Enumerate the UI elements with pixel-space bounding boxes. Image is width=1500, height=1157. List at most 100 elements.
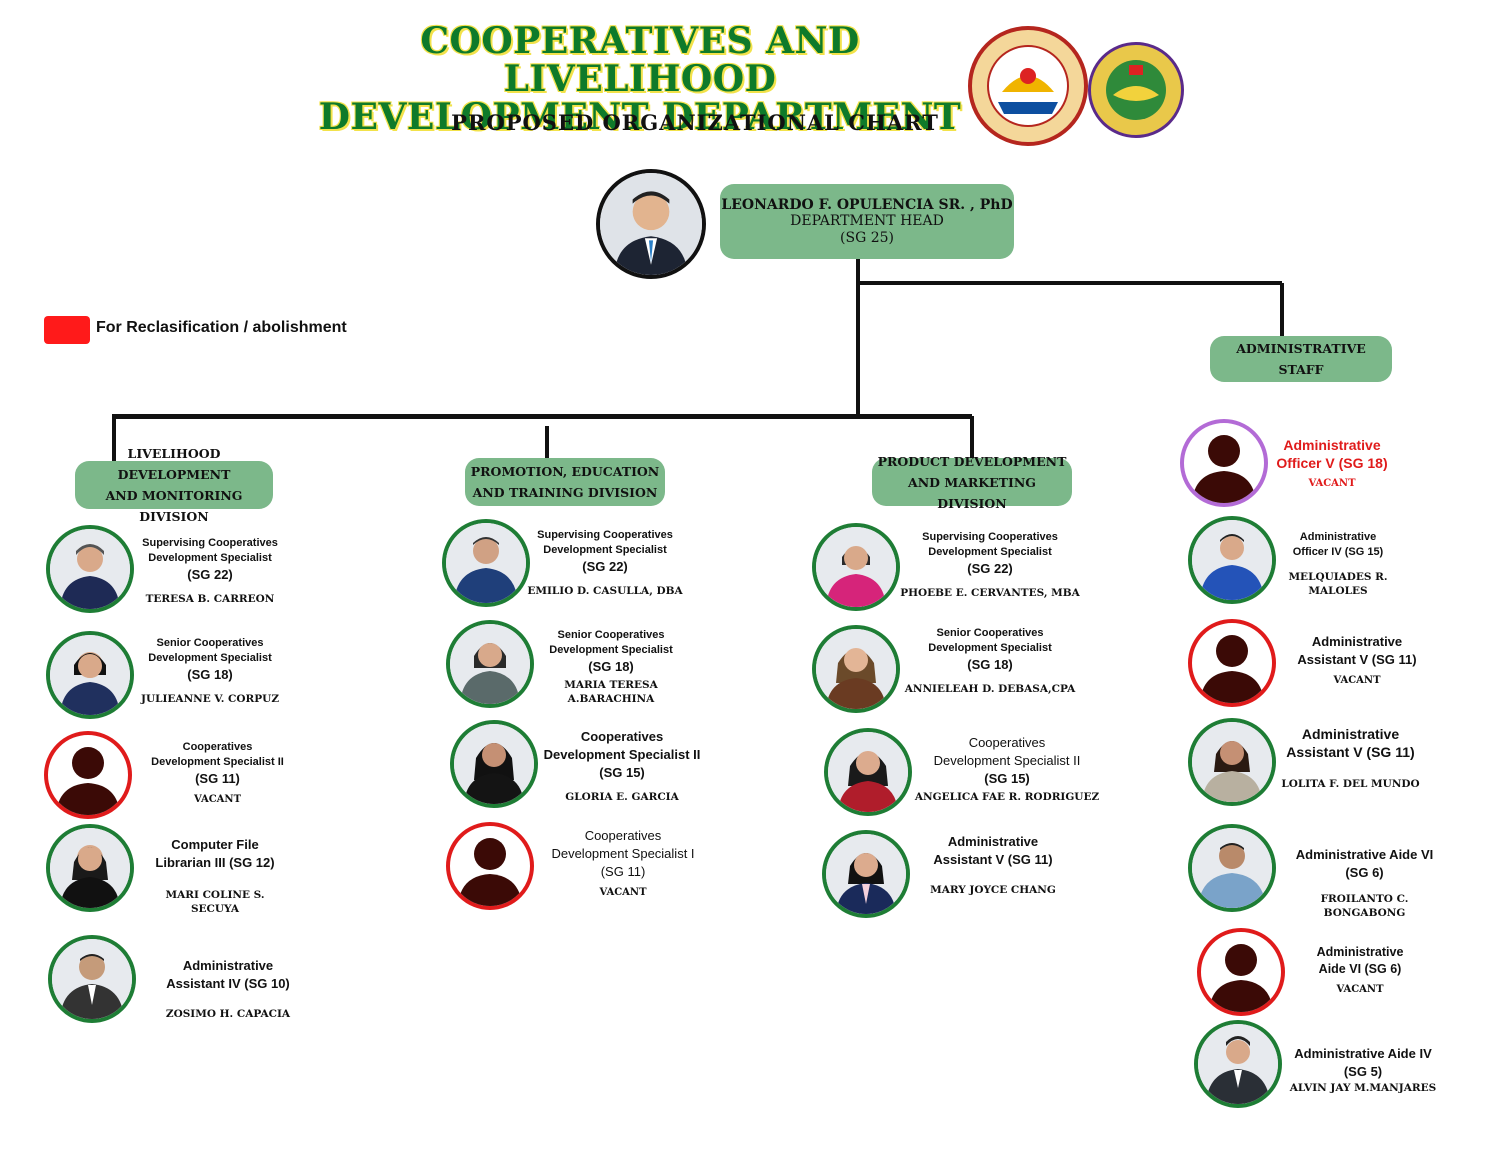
member-photo <box>824 728 912 816</box>
connector-livelihood-down <box>112 416 116 461</box>
member-photo <box>1188 516 1276 604</box>
position-title: Development Specialist <box>148 652 272 664</box>
position-card: Supervising Cooperatives Development Spe… <box>130 536 290 606</box>
position-card: Supervising Cooperatives Development Spe… <box>525 528 685 598</box>
position-title: Aide VI (SG 6) <box>1318 962 1402 976</box>
member-name: EMILIO D. CASULLA, DBA <box>527 585 683 597</box>
connector-product-down <box>970 416 974 458</box>
member-name: MARI COLINE S. SECUYA <box>165 889 265 915</box>
member-name: LOLITA F. DEL MUNDO <box>1281 778 1420 790</box>
position-title: Cooperatives <box>584 828 662 843</box>
position-title: (SG 5) <box>1343 1064 1383 1079</box>
position-title: Administrative <box>947 834 1039 849</box>
legend-swatch <box>44 316 90 344</box>
position-title: Development Specialist <box>928 546 1052 558</box>
position-title: Development Specialist <box>148 552 272 564</box>
position-card: Senior Cooperatives Development Speciali… <box>528 628 694 706</box>
member-name: VACANT <box>599 887 647 898</box>
livelihood-division-box: LIVELIHOOD DEVELOPMENT AND MONITORING DI… <box>75 446 273 524</box>
position-card-reclassification: Administrative Officer V (SG 18) VACANT <box>1262 436 1402 489</box>
livelihood-division-title-1: LIVELIHOOD DEVELOPMENT <box>117 446 231 482</box>
position-title: (SG 6) <box>1345 865 1384 880</box>
member-name: MARIA TERESA A.BARACHINA <box>564 679 658 705</box>
connector-promotion-down <box>545 426 549 458</box>
position-sg: (SG 18) <box>187 667 233 682</box>
position-sg: (SG 18) <box>967 657 1013 672</box>
member-name: PHOEBE E. CERVANTES, MBA <box>900 587 1080 599</box>
position-card: Administrative Assistant V (SG 11) MARY … <box>918 833 1068 897</box>
city-seal-logo: LUNGSOD NG CALAMBA <box>968 26 1088 146</box>
member-photo <box>46 525 134 613</box>
vacant-placeholder-photo <box>1180 419 1268 507</box>
livelihood-division-title-2: AND MONITORING DIVISION <box>105 488 243 524</box>
member-photo <box>822 830 910 918</box>
position-title: Development Specialist II <box>543 747 701 762</box>
position-sg: (SG 22) <box>967 561 1013 576</box>
position-title: Assistant V (SG 11) <box>933 852 1053 867</box>
member-name: JULIEANNE V. CORPUZ <box>141 693 279 705</box>
position-title: Assistant V (SG 11) <box>1297 652 1417 667</box>
product-division-box: PRODUCT DEVELOPMENT AND MARKETING DIVISI… <box>872 454 1072 511</box>
position-title: Supervising Cooperatives <box>922 531 1058 543</box>
position-title: Administrative <box>1301 726 1400 742</box>
promotion-division-box: PROMOTION, EDUCATION AND TRAINING DIVISI… <box>465 458 665 506</box>
member-photo <box>1188 718 1276 806</box>
member-photo <box>46 824 134 912</box>
promotion-division-title-1: PROMOTION, EDUCATION <box>470 464 660 479</box>
position-title: Cooperatives <box>182 741 253 753</box>
member-photo <box>812 625 900 713</box>
member-photo <box>46 631 134 719</box>
position-sg: (SG 22) <box>582 559 628 574</box>
position-card: Administrative Assistant V (SG 11) LOLIT… <box>1278 725 1423 791</box>
position-title: Officer V (SG 18) <box>1276 455 1388 471</box>
position-sg: (SG 22) <box>187 567 233 582</box>
position-card: Computer File Librarian III (SG 12) MARI… <box>140 836 290 916</box>
department-head-box: LEONARDO F. OPULENCIA SR. , PhD DEPARTME… <box>720 184 1014 259</box>
connector-admin-down <box>1280 283 1284 338</box>
department-head-photo <box>596 169 706 279</box>
admin-staff-title-2: STAFF <box>1278 362 1324 377</box>
position-title: Senior Cooperatives <box>557 629 665 641</box>
position-title: Librarian III (SG 12) <box>155 855 275 870</box>
position-card: Administrative Aide VI (SG 6) VACANT <box>1290 944 1430 995</box>
connector-head-down <box>856 259 860 414</box>
position-title: Computer File <box>171 837 259 852</box>
member-name: TERESA B. CARREON <box>145 593 275 605</box>
member-name: VACANT <box>1336 984 1384 995</box>
position-title: Administrative <box>182 958 274 973</box>
department-head-position: DEPARTMENT HEAD <box>790 212 944 229</box>
position-title: Assistant V (SG 11) <box>1286 744 1415 760</box>
member-name: ZOSIMO H. CAPACIA <box>165 1008 291 1020</box>
vacant-placeholder-photo <box>446 822 534 910</box>
position-sg: (SG 11) <box>600 864 646 879</box>
position-card: Cooperatives Development Specialist II (… <box>912 734 1102 804</box>
position-sg: (SG 18) <box>588 659 634 674</box>
position-title: Administrative Aide VI <box>1295 847 1434 862</box>
position-title: Development Specialist <box>549 644 673 656</box>
member-photo <box>442 519 530 607</box>
member-name: ANNIELEAH D. DEBASA,CPA <box>904 683 1076 695</box>
position-card: Cooperatives Development Specialist II (… <box>538 728 706 804</box>
position-card: Cooperatives Development Specialist I (S… <box>538 827 708 898</box>
position-sg: (SG 11) <box>195 771 240 786</box>
admin-staff-box: ADMINISTRATIVE STAFF <box>1210 336 1392 382</box>
position-title: Administrative <box>1283 437 1381 453</box>
department-seal-logo <box>1088 42 1184 138</box>
position-sg: (SG 15) <box>984 771 1030 786</box>
member-photo <box>446 620 534 708</box>
position-card: Administrative Officer IV (SG 15) MELQUI… <box>1278 530 1398 598</box>
vacant-placeholder-photo <box>44 731 132 819</box>
position-card: Cooperatives Development Specialist II (… <box>130 740 305 805</box>
department-head-name: LEONARDO F. OPULENCIA SR. , PhD <box>721 196 1013 213</box>
position-sg: (SG 15) <box>599 765 645 780</box>
position-title: Senior Cooperatives <box>936 627 1044 639</box>
page-title: COOPERATIVES AND LIVELIHOOD DEVELOPMENT … <box>300 22 980 136</box>
position-card: Administrative Aide IV (SG 5) ALVIN JAY … <box>1278 1045 1448 1095</box>
admin-staff-title-1: ADMINISTRATIVE <box>1236 341 1366 356</box>
member-name: MELQUIADES R. <box>1288 571 1388 583</box>
position-title: Development Specialist <box>543 544 667 556</box>
member-name: FROILANTO C. BONGABONG <box>1320 893 1409 919</box>
title-line-1: COOPERATIVES AND LIVELIHOOD <box>420 20 860 100</box>
product-division-title-1: PRODUCT DEVELOPMENT <box>877 453 1067 469</box>
member-name: MARY JOYCE CHANG <box>930 884 1056 896</box>
